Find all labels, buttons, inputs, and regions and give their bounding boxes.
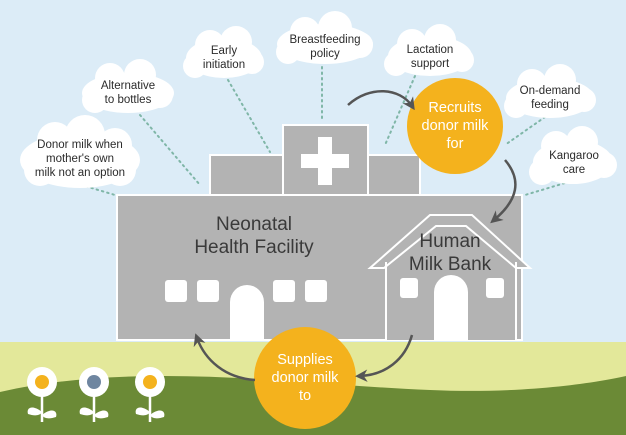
- window: [197, 280, 219, 302]
- window: [165, 280, 187, 302]
- window: [400, 278, 418, 298]
- cloud-lactation: [384, 24, 474, 76]
- milk-bank-door: [434, 275, 468, 340]
- recruits-line: Recruits: [428, 100, 482, 116]
- cloud-line: Lactation: [406, 44, 454, 56]
- window: [486, 278, 504, 298]
- cloud-alternative: [82, 59, 174, 113]
- cloud-line: Kangaroo: [549, 150, 599, 162]
- cloud-kangaroo: [529, 126, 617, 185]
- facility-label-line: Health Facility: [194, 237, 314, 258]
- connector-kangaroo: [524, 179, 576, 196]
- arrow-to-recruits: [347, 90, 415, 111]
- cloud-line: milk not an option: [34, 167, 126, 179]
- supplies-circle: [254, 327, 356, 429]
- cloud-label-kangaroo: Kangaroo care: [538, 149, 610, 177]
- milk-bank-label: Human Milk Bank: [400, 230, 500, 276]
- cloud-line: care: [562, 164, 586, 176]
- facility-label: Neonatal Health Facility: [174, 213, 334, 259]
- arrow-to-facility: [193, 333, 256, 382]
- flower-2: [79, 367, 109, 422]
- arrow-to-milk-bank: [490, 159, 517, 224]
- arrow-to-supplies: [355, 334, 414, 382]
- cloud-early: [183, 26, 264, 78]
- cloud-breastfeeding: [276, 11, 373, 64]
- supplies-line: donor milk: [271, 370, 339, 386]
- recruits-label: Recruits donor milk for: [407, 99, 503, 153]
- cloud-line: mother's own: [45, 153, 115, 165]
- flower-1: [27, 367, 57, 422]
- cloud-line: Donor milk when: [37, 139, 123, 151]
- milk-bank-label-line: Milk Bank: [408, 254, 492, 275]
- connector-ondemand: [504, 116, 546, 146]
- supplies-label: Supplies donor milk to: [255, 351, 355, 405]
- milk-bank-wall-outline: [385, 262, 517, 340]
- cloud-donor-milk: [20, 115, 140, 188]
- milk-bank-label-line: Human: [419, 231, 481, 252]
- cloud-label-ondemand: On-demand feeding: [510, 84, 590, 112]
- connector-early: [227, 79, 271, 153]
- flowers: [27, 367, 165, 422]
- cloud-line: policy: [310, 48, 340, 60]
- cloud-label-early: Early initiation: [190, 44, 258, 72]
- cross-horizontal: [301, 154, 349, 168]
- cloud-line: On-demand: [519, 85, 581, 97]
- recruits-line: donor milk: [421, 118, 489, 134]
- connector-lactation: [384, 75, 416, 146]
- dotted-connectors: [64, 66, 576, 196]
- facility-door: [230, 285, 264, 340]
- cloud-line: Breastfeeding: [289, 34, 361, 46]
- cloud-label-breastfeeding: Breastfeeding policy: [280, 33, 370, 61]
- cloud-label-lactation: Lactation support: [392, 43, 468, 71]
- cloud-ondemand: [504, 64, 596, 118]
- flower-3: [135, 367, 165, 422]
- window: [273, 280, 295, 302]
- cloud-line: Early: [210, 45, 238, 57]
- cloud-line: support: [410, 58, 450, 70]
- cloud-line: Alternative: [100, 80, 156, 92]
- recruits-circle: [407, 78, 503, 174]
- cloud-line: feeding: [531, 99, 569, 111]
- cloud-shapes: [20, 11, 617, 188]
- cloud-label-donor-milk: Donor milk when mother's own milk not an…: [20, 138, 140, 180]
- window: [305, 280, 327, 302]
- supplies-line: to: [298, 388, 312, 404]
- cloud-line: initiation: [202, 59, 246, 71]
- cloud-label-alternative: Alternative to bottles: [88, 79, 168, 107]
- supplies-line: Supplies: [277, 352, 333, 368]
- milk-bank-building: [367, 214, 533, 340]
- connector-donor: [64, 179, 116, 196]
- flow-arrows: [193, 90, 517, 382]
- facility-label-line: Neonatal: [215, 214, 293, 235]
- recruits-line: for: [446, 136, 464, 152]
- cloud-line: to bottles: [104, 94, 152, 106]
- connector-alternative: [139, 114, 201, 186]
